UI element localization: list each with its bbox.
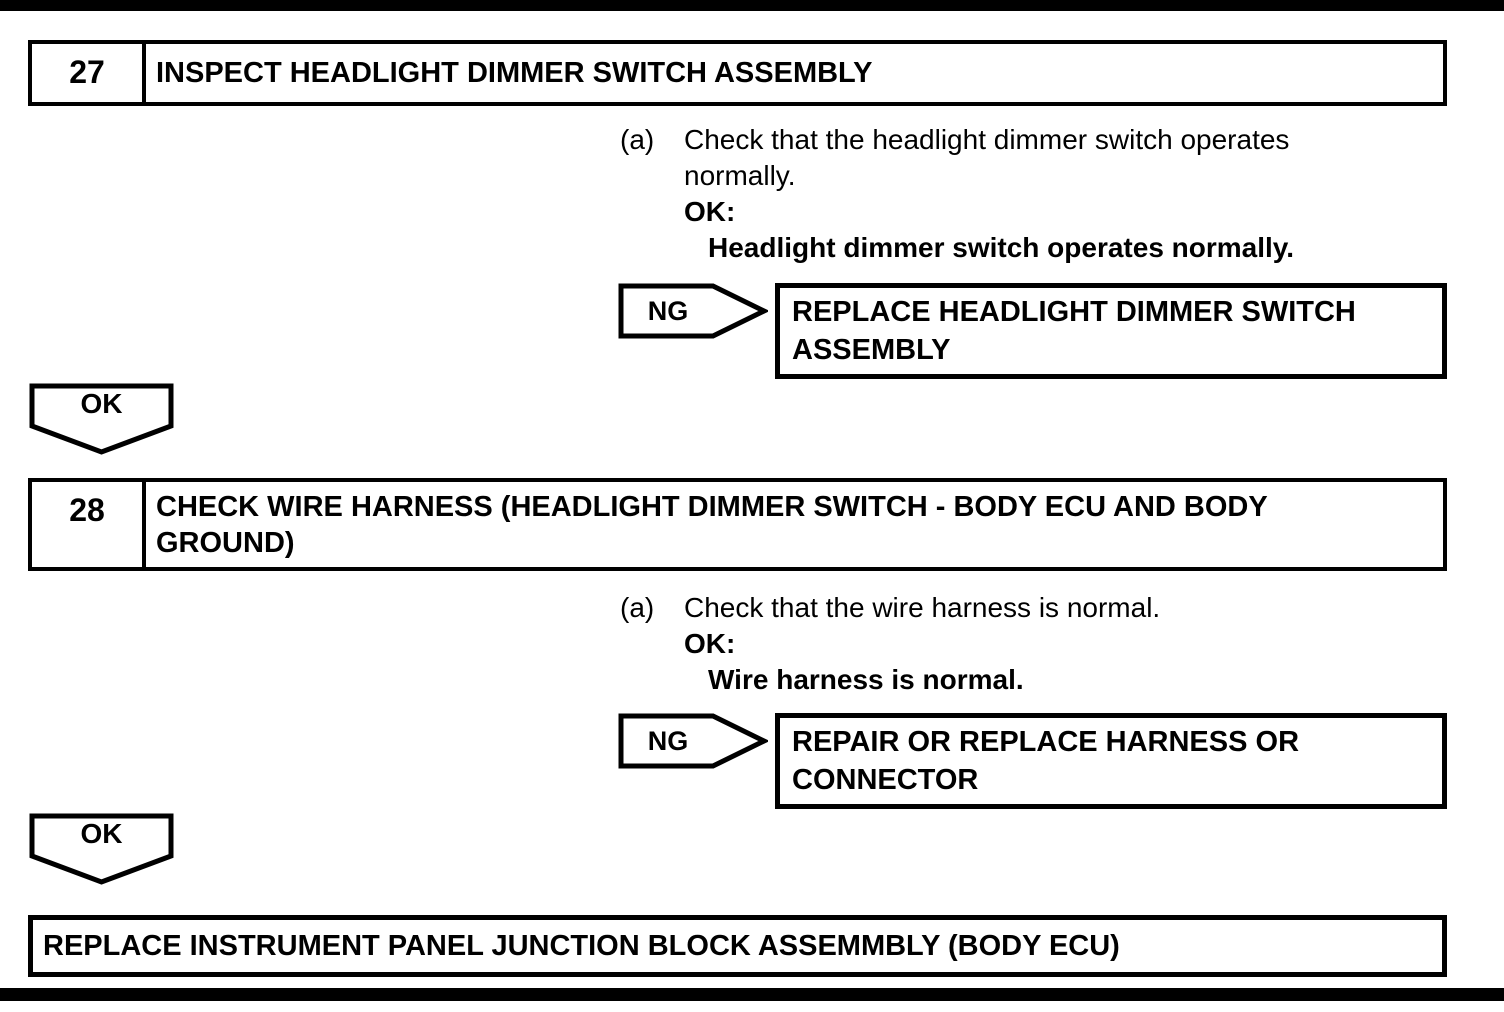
ok-branch-label: OK — [80, 388, 123, 419]
ok-criteria-label: OK: — [684, 628, 736, 659]
ng-branch-label: NG — [647, 295, 689, 326]
ng-arrow-icon — [618, 713, 768, 769]
ng-action-line: CONNECTOR — [792, 764, 979, 796]
ok-criteria-text: Headlight dimmer switch operates normall… — [708, 232, 1295, 263]
ng-arrow-icon — [618, 283, 768, 339]
ng-action-box-step28: REPAIR OR REPLACE HARNESS OR CONNECTOR — [775, 713, 1447, 809]
step-28-instructions: (a) Check that the wire harness is norma… — [620, 590, 1400, 698]
final-action-box: REPLACE INSTRUMENT PANEL JUNCTION BLOCK … — [28, 915, 1447, 977]
item-letter: (a) — [620, 592, 655, 623]
ng-arrow-shape: NG — [618, 283, 768, 339]
ng-action-line: REPLACE HEADLIGHT DIMMER SWITCH — [792, 296, 1356, 328]
ok-branch-label: OK — [80, 818, 123, 849]
ng-arrow-shape: NG — [618, 713, 768, 769]
step-28-header: 28 CHECK WIRE HARNESS (HEADLIGHT DIMMER … — [28, 478, 1447, 571]
item-text: Check that the headlight dimmer switch o… — [684, 122, 1400, 194]
step-28-title: CHECK WIRE HARNESS (HEADLIGHT DIMMER SWI… — [146, 482, 1443, 567]
ok-down-arrow-icon — [29, 383, 174, 455]
ng-action-line: REPAIR OR REPLACE HARNESS OR — [792, 726, 1300, 758]
item-text-line: normally. — [684, 160, 796, 191]
top-divider-rule — [0, 0, 1504, 11]
ng-action-box-step27: REPLACE HEADLIGHT DIMMER SWITCH ASSEMBLY — [775, 283, 1447, 379]
step-27-title: INSPECT HEADLIGHT DIMMER SWITCH ASSEMBLY — [146, 44, 1443, 102]
step-27-check-item: (a) Check that the headlight dimmer swit… — [620, 122, 1400, 194]
step-27-header: 27 INSPECT HEADLIGHT DIMMER SWITCH ASSEM… — [28, 40, 1447, 106]
ng-action-line: ASSEMBLY — [792, 334, 951, 366]
step-27-number: 27 — [32, 44, 146, 102]
item-text: Check that the wire harness is normal. — [684, 590, 1400, 626]
step-28-check-item: (a) Check that the wire harness is norma… — [620, 590, 1400, 626]
step-27-title-line: INSPECT HEADLIGHT DIMMER SWITCH ASSEMBLY — [156, 57, 873, 89]
ok-criteria-label: OK: — [684, 196, 736, 227]
step-28-title-line: CHECK WIRE HARNESS (HEADLIGHT DIMMER SWI… — [156, 490, 1268, 523]
final-action-text: REPLACE INSTRUMENT PANEL JUNCTION BLOCK … — [43, 929, 1120, 962]
step-27-instructions: (a) Check that the headlight dimmer swit… — [620, 122, 1400, 266]
step-28-title-line: GROUND) — [156, 526, 295, 559]
ok-down-arrow-icon — [29, 813, 174, 885]
ok-flow-arrow-shape: OK — [29, 813, 174, 886]
step-28-number: 28 — [32, 482, 146, 567]
ok-flow-arrow-shape: OK — [29, 383, 174, 456]
item-letter: (a) — [620, 124, 655, 155]
item-text-line: Check that the wire harness is normal. — [684, 592, 1161, 623]
item-text-line: Check that the headlight dimmer switch o… — [684, 124, 1290, 155]
bottom-divider-rule — [0, 988, 1504, 1001]
ok-criteria-text: Wire harness is normal. — [708, 664, 1024, 695]
ng-branch-label: NG — [647, 725, 689, 756]
